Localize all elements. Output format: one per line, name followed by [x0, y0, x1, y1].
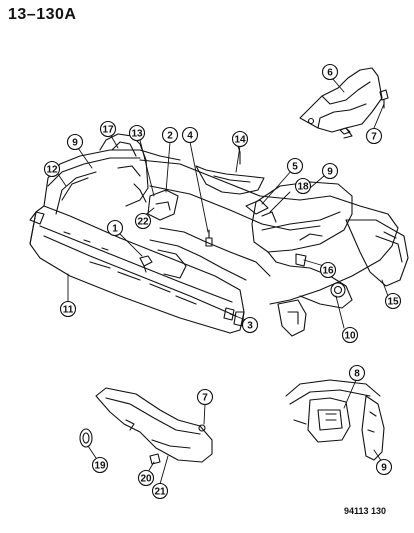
callout-9-left: 9	[66, 133, 84, 151]
callout-label: 2	[167, 131, 173, 142]
callout-label: 17	[102, 125, 114, 136]
callout-7-upper: 7	[365, 127, 383, 145]
callout-label: 8	[354, 369, 360, 380]
callout-11: 11	[59, 300, 77, 318]
callout-4: 4	[181, 126, 199, 144]
callout-8: 8	[348, 364, 366, 382]
callout-label: 9	[327, 167, 333, 178]
callout-2: 2	[161, 126, 179, 144]
callout-9-inset: 9	[375, 458, 393, 476]
callout-label: 1	[112, 224, 118, 235]
callout-label: 11	[63, 305, 74, 316]
callout-3: 3	[241, 316, 259, 334]
callout-9-right: 9	[321, 162, 339, 180]
callout-13: 13	[128, 124, 146, 142]
callout-label: 13	[131, 129, 143, 140]
callout-14: 14	[231, 130, 249, 148]
callout-5: 5	[286, 157, 304, 175]
grommet-19-drawing	[79, 428, 93, 448]
callout-6: 6	[321, 63, 339, 81]
callout-18: 18	[294, 177, 312, 195]
front-frame-assembly	[29, 133, 409, 337]
callout-1: 1	[106, 219, 124, 237]
callout-label: 18	[297, 182, 309, 193]
callout-label: 4	[187, 131, 193, 142]
callout-label: 16	[322, 266, 334, 277]
callout-label: 21	[154, 487, 166, 498]
callout-label: 6	[327, 68, 333, 79]
callout-label: 7	[202, 393, 208, 404]
leader-lines	[57, 77, 389, 485]
callout-label: 9	[72, 138, 78, 149]
callout-label: 19	[94, 461, 106, 472]
skid-plate-21-drawing	[95, 387, 213, 463]
callout-label: 20	[140, 474, 152, 485]
inset-detail-drawing	[285, 379, 385, 461]
callout-label: 14	[234, 135, 246, 146]
callout-label: 15	[387, 297, 399, 308]
bracket-6-drawing	[299, 67, 389, 139]
callout-12: 12	[43, 160, 61, 178]
callout-label: 22	[137, 217, 149, 228]
bolt-7-upper-drawing	[339, 127, 351, 135]
callout-15: 15	[384, 292, 402, 310]
callout-17: 17	[99, 120, 117, 138]
callout-label: 5	[292, 162, 298, 173]
callout-label: 9	[381, 463, 387, 474]
callout-7-lower: 7	[196, 388, 214, 406]
callout-label: 3	[247, 321, 253, 332]
callout-21: 21	[151, 482, 169, 500]
callout-16: 16	[319, 261, 337, 279]
callout-19: 19	[91, 456, 109, 474]
figure-id: 94113 130	[343, 506, 386, 516]
callout-label: 10	[344, 331, 356, 342]
callout-10: 10	[341, 326, 359, 344]
page-title: 13–130A	[8, 6, 77, 23]
callout-label: 12	[46, 165, 58, 176]
callout-label: 7	[371, 132, 377, 143]
callout-20: 20	[137, 469, 155, 487]
callout-22: 22	[134, 212, 152, 230]
clip-20-drawing	[149, 453, 161, 465]
